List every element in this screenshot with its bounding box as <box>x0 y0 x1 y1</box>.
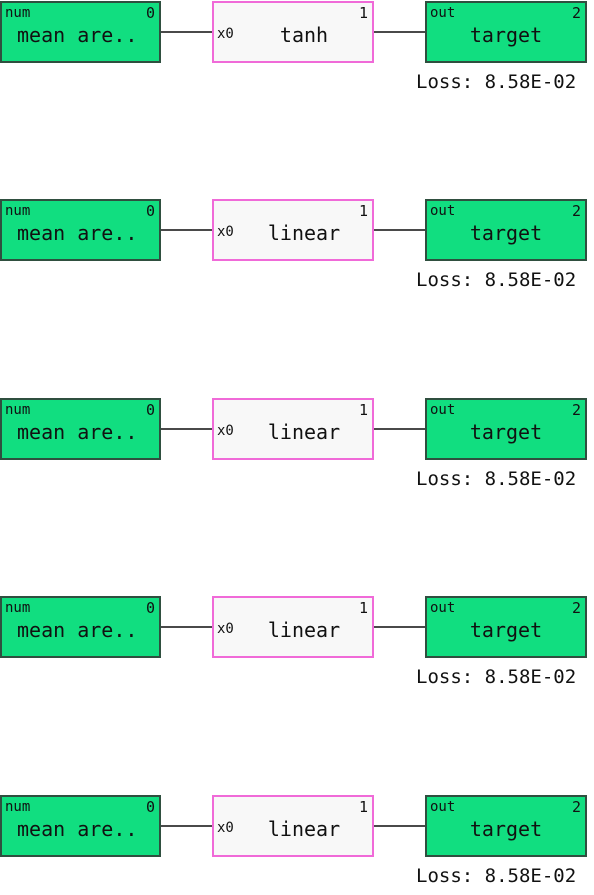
output-type-tag: out <box>430 402 456 418</box>
input-node: num 0 mean are.. <box>0 596 161 658</box>
output-node: out 2 target <box>425 795 587 857</box>
input-type-tag: num <box>5 402 31 418</box>
edge-function-to-output <box>374 31 425 33</box>
function-node: x0 1 tanh <box>212 1 374 63</box>
input-type-tag: num <box>5 203 31 219</box>
output-node: out 2 target <box>425 398 587 460</box>
edge-input-to-function <box>161 229 212 231</box>
pipeline-row: num 0 mean are.. x0 1 tanh out 2 target … <box>0 1 594 101</box>
function-name: linear <box>267 817 341 841</box>
function-name: linear <box>267 221 341 245</box>
output-node: out 2 target <box>425 199 587 261</box>
edge-input-to-function <box>161 31 212 33</box>
output-target-label: target <box>469 817 543 841</box>
function-param: x0 <box>217 423 234 439</box>
output-type-tag: out <box>430 600 456 616</box>
edge-input-to-function <box>161 428 212 430</box>
pipeline-row: num 0 mean are.. x0 1 linear out 2 targe… <box>0 199 594 299</box>
pipeline-row: num 0 mean are.. x0 1 linear out 2 targe… <box>0 398 594 498</box>
node-index: 0 <box>145 401 155 419</box>
edge-function-to-output <box>374 428 425 430</box>
node-index: 1 <box>358 401 368 419</box>
input-feature-label: mean are.. <box>17 420 138 444</box>
node-index: 2 <box>571 4 581 22</box>
function-node: x0 1 linear <box>212 795 374 857</box>
output-type-tag: out <box>430 203 456 219</box>
node-index: 0 <box>145 798 155 816</box>
input-feature-label: mean are.. <box>17 23 138 47</box>
function-name: tanh <box>279 23 329 47</box>
function-node: x0 1 linear <box>212 398 374 460</box>
node-index: 1 <box>358 599 368 617</box>
output-type-tag: out <box>430 799 456 815</box>
function-node: x0 1 linear <box>212 596 374 658</box>
input-node: num 0 mean are.. <box>0 199 161 261</box>
node-index: 0 <box>145 202 155 220</box>
loss-readout: Loss: 8.58E-02 <box>416 865 577 887</box>
node-index: 0 <box>145 4 155 22</box>
node-index: 1 <box>358 798 368 816</box>
function-name: linear <box>267 618 341 642</box>
pipeline-row: num 0 mean are.. x0 1 linear out 2 targe… <box>0 795 594 895</box>
edge-function-to-output <box>374 626 425 628</box>
input-node: num 0 mean are.. <box>0 795 161 857</box>
function-node: x0 1 linear <box>212 199 374 261</box>
input-feature-label: mean are.. <box>17 618 138 642</box>
output-node: out 2 target <box>425 596 587 658</box>
loss-readout: Loss: 8.58E-02 <box>416 468 577 490</box>
output-target-label: target <box>469 618 543 642</box>
node-index: 1 <box>358 4 368 22</box>
input-type-tag: num <box>5 799 31 815</box>
node-index: 2 <box>571 599 581 617</box>
node-index: 0 <box>145 599 155 617</box>
function-name: linear <box>267 420 341 444</box>
edge-input-to-function <box>161 825 212 827</box>
edge-input-to-function <box>161 626 212 628</box>
edge-function-to-output <box>374 825 425 827</box>
loss-readout: Loss: 8.58E-02 <box>416 666 577 688</box>
input-node: num 0 mean are.. <box>0 398 161 460</box>
output-target-label: target <box>469 221 543 245</box>
loss-readout: Loss: 8.58E-02 <box>416 269 577 291</box>
pipeline-row: num 0 mean are.. x0 1 linear out 2 targe… <box>0 596 594 696</box>
input-feature-label: mean are.. <box>17 221 138 245</box>
input-type-tag: num <box>5 600 31 616</box>
node-index: 2 <box>571 401 581 419</box>
function-param: x0 <box>217 26 234 42</box>
node-index: 2 <box>571 202 581 220</box>
function-param: x0 <box>217 224 234 240</box>
edge-function-to-output <box>374 229 425 231</box>
output-target-label: target <box>469 420 543 444</box>
output-node: out 2 target <box>425 1 587 63</box>
output-target-label: target <box>469 23 543 47</box>
input-feature-label: mean are.. <box>17 817 138 841</box>
node-index: 1 <box>358 202 368 220</box>
loss-readout: Loss: 8.58E-02 <box>416 71 577 93</box>
node-index: 2 <box>571 798 581 816</box>
function-param: x0 <box>217 820 234 836</box>
input-type-tag: num <box>5 5 31 21</box>
input-node: num 0 mean are.. <box>0 1 161 63</box>
output-type-tag: out <box>430 5 456 21</box>
function-param: x0 <box>217 621 234 637</box>
